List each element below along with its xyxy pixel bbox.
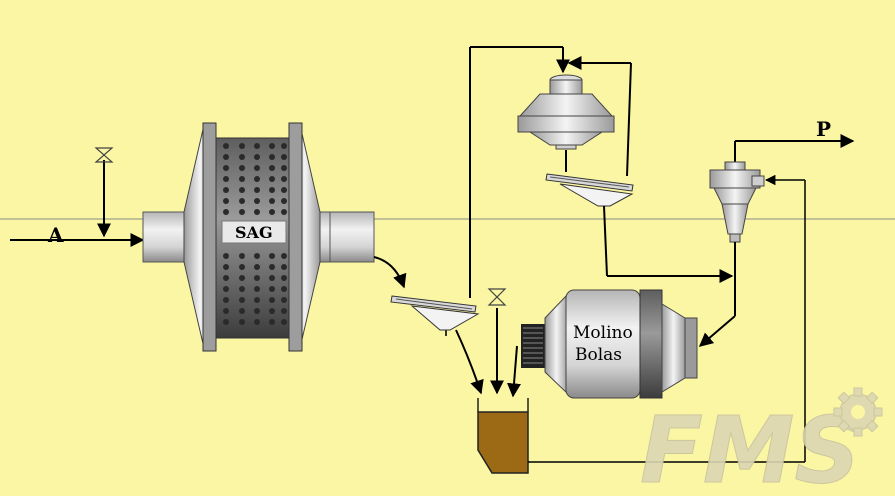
- feed-label: A: [47, 223, 64, 247]
- svg-text:FMS: FMS: [640, 397, 861, 496]
- sump-icon[interactable]: [477, 398, 529, 474]
- screen-icon[interactable]: [390, 295, 480, 336]
- watermark-logo: FMS: [640, 387, 883, 496]
- valve-icon[interactable]: [487, 288, 507, 306]
- ball-mill-icon[interactable]: [521, 289, 698, 399]
- product-label: P: [816, 117, 831, 141]
- ball-mill-label-2: Bolas: [575, 345, 622, 365]
- valve-icon[interactable]: [94, 147, 114, 163]
- ball-mill-discharge: [507, 345, 521, 398]
- hydrocyclone-icon[interactable]: [709, 134, 855, 243]
- recycle-to-crusher: [469, 46, 570, 298]
- ball-mill-label-1: Molino: [573, 323, 633, 343]
- sag-mill-icon[interactable]: [142, 122, 375, 352]
- cyclone-underflow: [698, 242, 736, 347]
- sump-to-cyclone-line: [528, 174, 806, 463]
- feed-line: [10, 160, 145, 247]
- sag-discharge-arrow: [373, 256, 407, 289]
- screen-to-sump: [455, 329, 484, 395]
- gear-icon: [833, 387, 883, 437]
- screen-icon[interactable]: [545, 173, 634, 207]
- sag-mill-label: SAG: [235, 223, 273, 242]
- cone-crusher-icon[interactable]: [517, 74, 615, 150]
- screen-to-cyclone-line: [603, 205, 734, 283]
- crusher-screen-loop: [567, 56, 632, 177]
